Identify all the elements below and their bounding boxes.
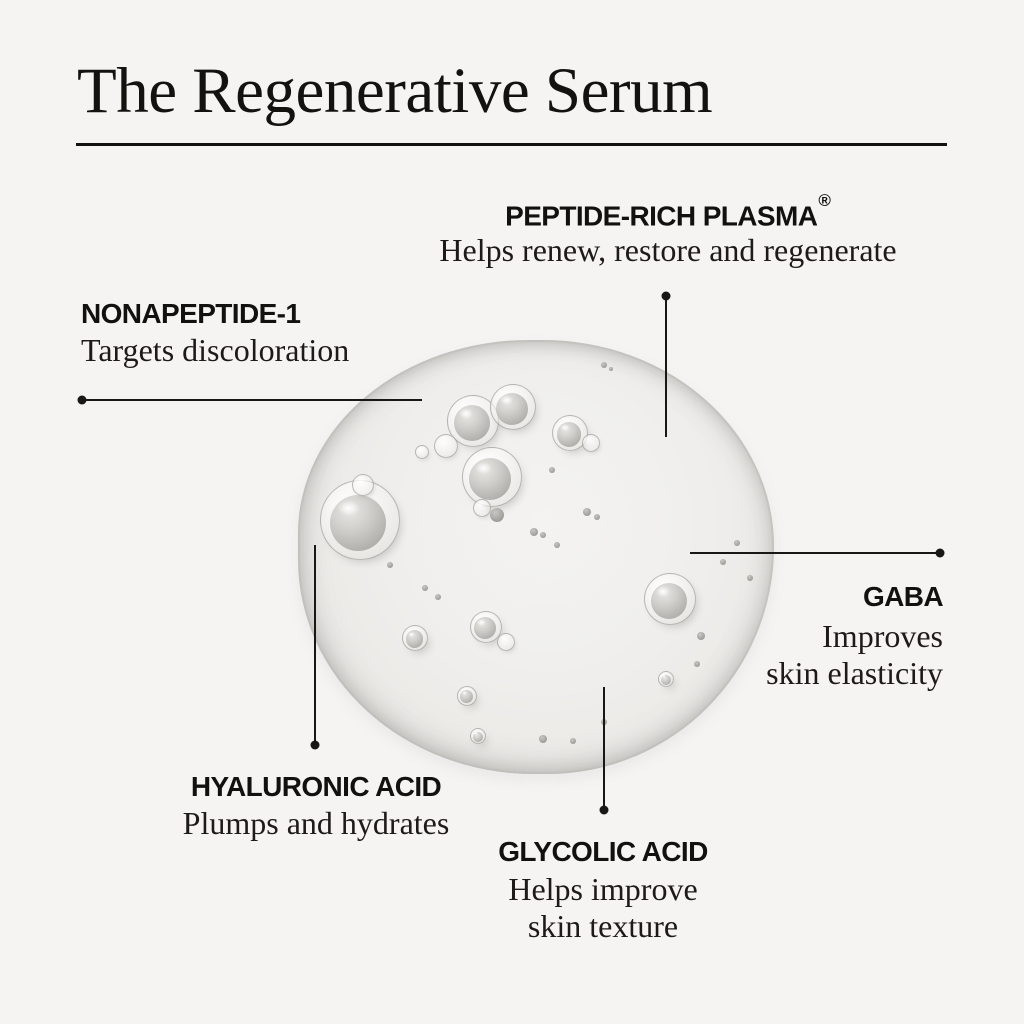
- bubble-pearl-core: [474, 617, 496, 639]
- ingredient-name-hyaluronic-acid: HYALURONIC ACID: [190, 771, 442, 802]
- ingredient-name-nonapeptide-1: NONAPEPTIDE-1: [81, 298, 301, 329]
- serum-bubble: [697, 632, 705, 640]
- bubble-pearl-core: [405, 630, 423, 648]
- serum-bubble: [490, 384, 536, 430]
- serum-bubble: [352, 474, 374, 496]
- bubble-pearl-core: [650, 583, 687, 619]
- page-title: The Regenerative Serum: [77, 55, 713, 127]
- ingredient-name-peptide-rich-plasma: PEPTIDE-RICH PLASMA®: [368, 191, 968, 232]
- serum-bubble: [747, 575, 753, 581]
- title-divider: [76, 143, 947, 146]
- bubble-pearl-core: [453, 405, 490, 441]
- callout-nonapeptide-1: NONAPEPTIDE-1 Targets discoloration: [81, 298, 349, 369]
- ingredient-benefit-gaba-line-2: skin elasticity: [766, 655, 943, 691]
- callout-line-hyaluronic-acid: [314, 545, 316, 745]
- serum-bubble: [720, 559, 726, 565]
- callout-line-peptide-rich-plasma: [665, 296, 667, 437]
- serum-bubble: [582, 434, 600, 452]
- serum-bubble: [694, 661, 700, 667]
- serum-bubble: [422, 585, 428, 591]
- serum-bubble: [594, 514, 600, 520]
- serum-bubble: [435, 594, 441, 600]
- bubble-pearl-core: [329, 495, 386, 552]
- serum-bubble: [415, 445, 429, 459]
- serum-bubble: [497, 633, 515, 651]
- serum-bubble: [644, 573, 696, 625]
- ingredient-benefit-nonapeptide-1: Targets discoloration: [81, 332, 350, 368]
- serum-bubble: [549, 467, 555, 473]
- bubble-pearl-core: [472, 731, 483, 742]
- serum-bubble: [609, 367, 613, 371]
- serum-bubble: [734, 540, 740, 546]
- serum-bubble: [539, 735, 547, 743]
- serum-bubble: [402, 625, 428, 651]
- serum-bubble: [530, 528, 538, 536]
- bubble-pearl-core: [660, 674, 671, 685]
- callout-peptide-rich-plasma: PEPTIDE-RICH PLASMA® Helps renew, restor…: [368, 191, 968, 269]
- serum-droplet-photo: [298, 340, 774, 774]
- ingredient-name-glycolic-acid: GLYCOLIC ACID: [498, 836, 708, 867]
- serum-bubble: [601, 362, 607, 368]
- serum-bubble: [540, 532, 546, 538]
- ingredient-benefit-peptide-rich-plasma: Helps renew, restore and regenerate: [439, 232, 897, 269]
- callout-glycolic-acid: GLYCOLIC ACID Helps improve skin texture: [353, 836, 853, 945]
- serum-bubble: [320, 480, 400, 560]
- callout-line-nonapeptide-1: [82, 399, 422, 401]
- serum-bubble: [457, 686, 477, 706]
- bubble-pearl-core: [459, 690, 473, 704]
- callout-gaba: GABA Improves skin elasticity: [766, 581, 943, 692]
- callout-hyaluronic-acid: HYALURONIC ACID Plumps and hydrates: [66, 771, 566, 842]
- serum-bubble: [570, 738, 576, 744]
- serum-bubble: [490, 508, 504, 522]
- ingredient-benefit-glycolic-acid-line-1: Helps improve: [508, 871, 698, 907]
- ingredient-name-text: PEPTIDE-RICH PLASMA: [505, 200, 818, 232]
- ingredient-benefit-gaba-line-1: Improves: [822, 618, 943, 654]
- callout-line-gaba: [690, 552, 940, 554]
- ingredient-benefit-hyaluronic-acid: Plumps and hydrates: [182, 805, 450, 841]
- callout-line-glycolic-acid: [603, 687, 605, 810]
- ingredient-name-gaba: GABA: [862, 581, 944, 612]
- serum-bubble: [434, 434, 458, 458]
- serum-bubble: [554, 542, 560, 548]
- serum-bubble: [470, 728, 486, 744]
- bubble-pearl-core: [495, 392, 528, 425]
- serum-bubble: [658, 671, 674, 687]
- serum-bubble: [473, 499, 491, 517]
- ingredient-benefit-glycolic-acid-line-2: skin texture: [527, 908, 679, 944]
- registered-trademark-symbol: ®: [818, 191, 831, 210]
- serum-bubble: [470, 611, 502, 643]
- serum-bubble: [583, 508, 591, 516]
- bubble-pearl-core: [469, 458, 512, 501]
- serum-bubble: [387, 562, 393, 568]
- bubble-pearl-core: [556, 422, 582, 447]
- serum-bubble: [462, 447, 522, 507]
